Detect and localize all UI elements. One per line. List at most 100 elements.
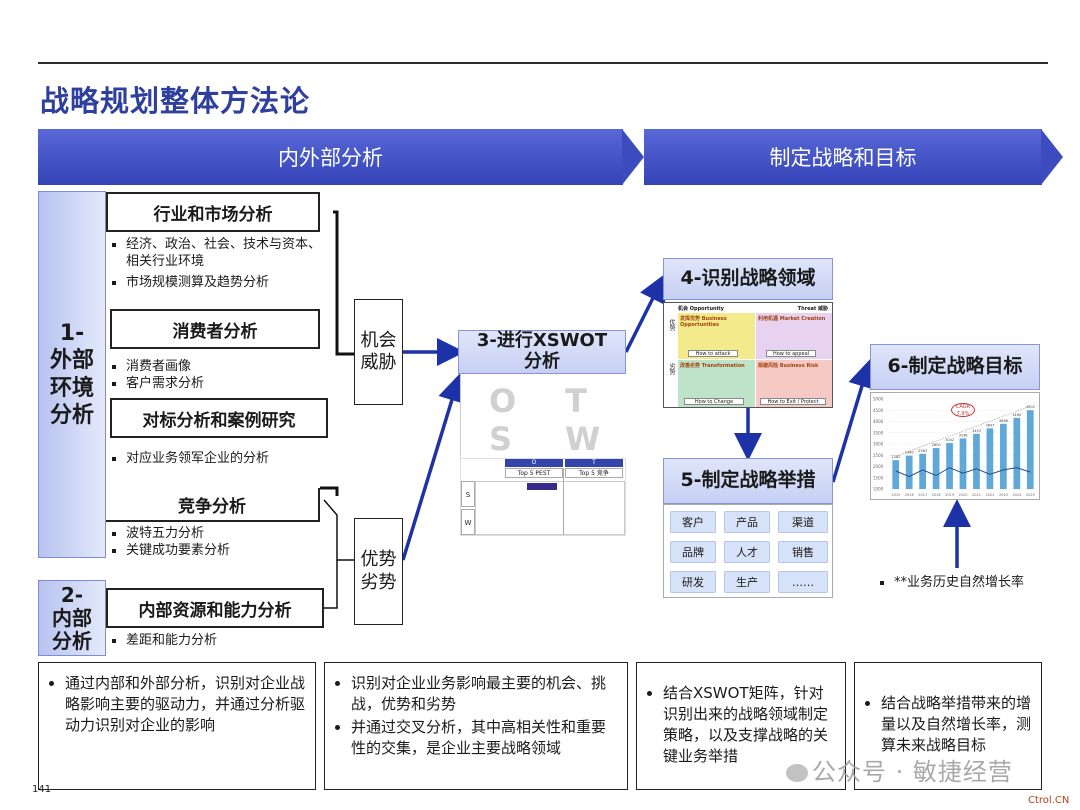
bullets-benchmark: 对应业务领军企业的分析 xyxy=(110,450,325,471)
box-strength-weakness: 优势 劣势 xyxy=(354,518,403,625)
mini-row-s: S xyxy=(461,481,475,507)
note-text: 并通过交叉分析，其中高相关性和重要性的交集，是企业主要战略领域 xyxy=(351,717,619,759)
bar-value-label: 2563 xyxy=(918,449,927,453)
mini-grid xyxy=(475,481,625,535)
note-text: 识别对企业业务影响最主要的机会、挑战，优势和劣势 xyxy=(351,673,619,715)
cagr-label: CAGR xyxy=(955,404,971,410)
bar-value-label: 4502 xyxy=(1026,405,1035,409)
q3-button: How to Change xyxy=(684,398,744,405)
watermark-text: 公众号 · 敏捷经营 xyxy=(812,758,1013,786)
matrix-weakness: 劣势 xyxy=(668,363,675,375)
chart-bar xyxy=(892,460,900,489)
bar-value-label: 3896 xyxy=(999,419,1008,423)
box-opportunity-threat: 机会 威胁 xyxy=(354,299,403,405)
bar-value-label: 3697 xyxy=(986,423,995,427)
x-tick-label: 2016 xyxy=(905,493,914,497)
y-tick-label: 3000 xyxy=(873,442,884,447)
q3-title: 改善劣势 Transformation xyxy=(680,363,745,369)
y-tick-label: 5000 xyxy=(873,397,884,402)
y-tick-label: 4500 xyxy=(873,408,884,413)
y-tick-label: 3500 xyxy=(873,430,884,435)
tag-talent: 人才 xyxy=(724,541,770,563)
band-internal-external-analysis: 内外部分析 xyxy=(38,129,623,185)
chart-bar xyxy=(919,453,926,489)
note-analysis: 通过内部和外部分析，识别对企业战略影响主要的驱动力，并通过分析驱动力识别对企业的… xyxy=(38,662,316,790)
header-industry-market: 行业和市场分析 xyxy=(106,192,320,232)
tag-channel: 渠道 xyxy=(778,511,828,533)
swot-letter-s: S xyxy=(489,420,513,458)
bullets-internal: 差距和能力分析 xyxy=(110,632,325,653)
bullet: 客户需求分析 xyxy=(126,375,325,392)
tag-product: 产品 xyxy=(724,511,770,533)
mini-mark xyxy=(527,483,557,490)
chart-note-text: **业务历史自然增长率 xyxy=(894,574,1028,591)
chart-bar xyxy=(1000,423,1007,489)
bullets-industry: 经济、政治、社会、技术与资本、相关行业环境市场规模测算及趋势分析 xyxy=(110,236,325,295)
header-internal-resources: 内部资源和能力分析 xyxy=(106,588,324,628)
band-strategy-goals: 制定战略和目标 xyxy=(644,129,1042,185)
chart-bar xyxy=(986,428,994,489)
note-text: 通过内部和外部分析，识别对企业战略影响主要的驱动力，并通过分析驱动力识别对企业的… xyxy=(65,673,307,736)
y-tick-label: 1000 xyxy=(873,487,884,492)
swot-letter-w: W xyxy=(565,420,601,458)
initiative-tags: 客户 产品 渠道 品牌 人才 销售 研发 生产 …… xyxy=(663,504,833,598)
bar-value-label: 2480 xyxy=(905,451,914,455)
note-swot: 识别对企业业务影响最主要的机会、挑战，优势和劣势并通过交叉分析，其中高相关性和重… xyxy=(324,662,628,790)
chart-note: **业务历史自然增长率 xyxy=(878,574,1028,595)
header-consumer: 消费者分析 xyxy=(110,309,320,349)
step6-strategic-targets: 6-制定战略目标 xyxy=(870,344,1040,390)
bar-value-label: 3453 xyxy=(972,429,981,433)
bar-value-label: 4160 xyxy=(1012,413,1021,417)
header-competition: 竞争分析 xyxy=(106,488,320,522)
q2-button: How to appeal xyxy=(766,350,816,357)
quadrant-2: 利用机遇 Market Creation How to appeal xyxy=(756,313,832,359)
y-tick-label: 1500 xyxy=(873,475,884,480)
cagr-badge: CAGR 7.9% xyxy=(951,403,975,417)
step5-strategic-initiatives: 5-制定战略举措 xyxy=(663,458,833,504)
quadrant-4: 规避风险 Business Risk How to Exit / Protect xyxy=(756,360,832,407)
x-tick-label: 2017 xyxy=(918,493,927,497)
swot-letter-o: O xyxy=(489,382,517,420)
swot-letter-panel: O T S W xyxy=(460,376,626,458)
watermark-icon xyxy=(786,764,808,782)
note-text: 结合战略举措带来的增量以及自然增长率，测算未来战略目标 xyxy=(881,693,1033,756)
bullet: 市场规模测算及趋势分析 xyxy=(126,274,325,291)
x-tick-label: 2024 xyxy=(1012,493,1022,497)
chart-bar xyxy=(932,448,940,489)
x-tick-label: 2022 xyxy=(986,493,995,497)
q2-title: 利用机遇 Market Creation xyxy=(758,316,826,322)
x-tick-label: 2018 xyxy=(932,493,941,497)
tag-production: 生产 xyxy=(724,571,770,593)
x-tick-label: 2020 xyxy=(959,493,968,497)
q1-button: How to attack xyxy=(688,350,738,357)
sidebar-external-analysis: 1- 外部 环境 分析 xyxy=(38,191,106,558)
growth-chart: 5000450040003500300025002000150010002282… xyxy=(873,397,1037,497)
mini-col-t: T xyxy=(565,459,623,467)
chart-bar xyxy=(946,443,953,489)
bullet: 经济、政治、社会、技术与资本、相关行业环境 xyxy=(126,236,325,270)
x-tick-label: 2015 xyxy=(891,493,900,497)
bullet: 对应业务领军企业的分析 xyxy=(126,450,325,467)
bullet: 关键成功要素分析 xyxy=(126,542,325,559)
swot-letter-t: T xyxy=(565,382,587,420)
watermark: 公众号 · 敏捷经营 xyxy=(786,752,1013,787)
sidebar-internal-analysis: 2- 内部 分析 xyxy=(38,580,106,656)
x-tick-label: 2021 xyxy=(972,493,981,497)
bar-value-label: 3042 xyxy=(945,438,954,442)
q1-title: 发挥优势 Business Opportunities xyxy=(680,316,727,328)
q4-button: How to Exit / Protect xyxy=(760,398,826,405)
bullet: 波特五力分析 xyxy=(126,525,325,542)
note-text: 结合XSWOT矩阵，针对识别出来的战略领域制定策略，以及支撑战略的关键业务举措 xyxy=(663,683,837,767)
note-targets: 结合战略举措带来的增量以及自然增长率，测算未来战略目标 xyxy=(854,662,1042,790)
mini-row-w: W xyxy=(461,509,475,535)
quadrant-1: 发挥优势 Business Opportunities How to attac… xyxy=(678,313,755,359)
band-arrow-right xyxy=(1041,129,1063,185)
top-rule xyxy=(38,62,1048,64)
matrix-opportunity: 机会 Opportunity xyxy=(678,306,724,312)
x-tick-label: 2019 xyxy=(945,493,954,497)
y-tick-label: 4000 xyxy=(873,419,884,424)
step4-identify-areas: 4-识别战略领域 xyxy=(663,258,833,300)
x-tick-label: 2023 xyxy=(999,493,1008,497)
series-line xyxy=(895,467,1031,478)
swot-mini-table: O T Top 5 PEST Top 5 竞争 S W xyxy=(460,458,626,536)
